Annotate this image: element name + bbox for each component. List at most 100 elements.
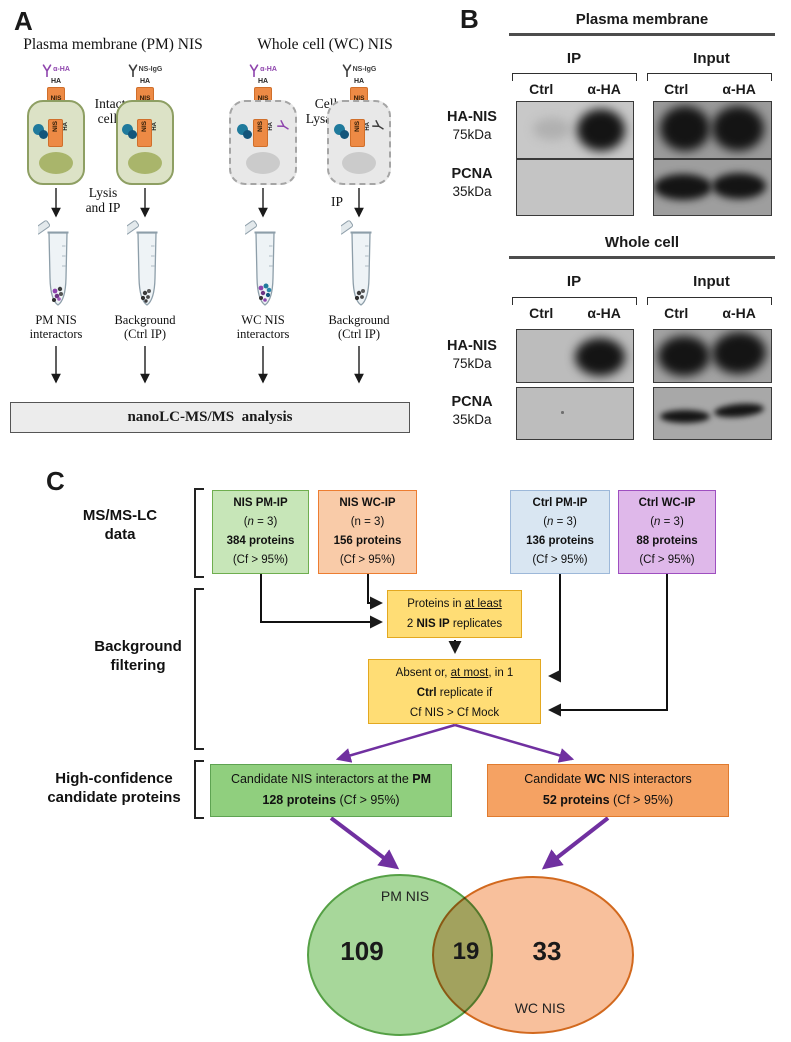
- ip-group-label: IP: [566, 50, 582, 67]
- nucleus: [39, 152, 73, 174]
- antibody-row: α-HA: [11, 64, 101, 77]
- data-box-nis-pm-ip: NIS PM-IP (n = 3) 384 proteins (Cf > 95%…: [212, 490, 309, 574]
- nucleus: [128, 152, 162, 174]
- interactor-blob: [243, 130, 252, 139]
- lane-aha: α-HA: [722, 81, 756, 97]
- lysate-cell: NIS HA: [327, 100, 391, 185]
- blot-row-name: PCNA: [451, 394, 493, 410]
- lane-bracket: [647, 73, 772, 81]
- workflow-column-wc-nis: α-HA HA NIS NIS HA: [218, 62, 308, 362]
- blot-image-pcna-input: [653, 387, 772, 440]
- wc-nis-title: Whole cell (WC) NIS: [257, 36, 393, 53]
- workflow-column-wc-ctrl: NS-IgG HA NIS NIS HA: [314, 62, 404, 362]
- data-box-ctrl-wc-ip: Ctrl WC-IP (n = 3) 88 proteins (Cf > 95%…: [618, 490, 716, 574]
- blot-image-pcna-ip: [516, 387, 634, 440]
- ha-tag-label: HA: [139, 78, 151, 85]
- antibody-icon: [42, 64, 52, 77]
- pm-nis-title: Plasma membrane (PM) NIS: [23, 36, 203, 53]
- blot-image-hanis-input: [653, 101, 772, 159]
- lane-bracket: [512, 297, 637, 305]
- lane-aha: α-HA: [587, 81, 621, 97]
- nis-internal-box: NIS: [137, 119, 152, 147]
- nucleus: [342, 152, 376, 174]
- antibody-label: α-HA: [260, 66, 277, 73]
- blot-row-name: HA-NIS: [447, 109, 497, 125]
- intact-cell: NIS HA: [116, 100, 174, 185]
- antibody-icon: [342, 64, 351, 77]
- ip-group-label: IP: [566, 273, 582, 290]
- row-bracket: [194, 588, 204, 750]
- workflow-column-pm-ctrl: NS-IgG HA NIS NIS HA: [100, 62, 190, 362]
- venn-left-count: 109: [340, 936, 384, 966]
- ha-tag-label: HA: [63, 122, 69, 131]
- lane-ctrl: Ctrl: [529, 81, 554, 97]
- interactor-blob: [128, 130, 137, 139]
- candidate-box-pm: Candidate NIS interactors at the PM 128 …: [210, 764, 452, 817]
- ha-tag-label: HA: [257, 78, 269, 85]
- input-group-label: Input: [693, 50, 730, 67]
- blot-image-pcna-ip: [516, 159, 634, 216]
- filter-box-replicates: Proteins in at least 2 NIS IP replicates: [387, 590, 522, 638]
- data-box-ctrl-pm-ip: Ctrl PM-IP (n = 3) 136 proteins (Cf > 95…: [510, 490, 610, 574]
- lane-labels: Ctrl α-HA: [512, 305, 638, 321]
- antibody-icon: [371, 119, 386, 133]
- antibody-label: α-HA: [53, 66, 70, 73]
- lane-aha: α-HA: [722, 305, 756, 321]
- antibody-row: NS-IgG: [314, 64, 404, 77]
- candidate-box-wc: Candidate WC NIS interactors 52 proteins…: [487, 764, 729, 817]
- ha-tag-label: HA: [268, 122, 274, 131]
- interactor-blob: [122, 124, 133, 135]
- panel-b-label: B: [460, 4, 479, 34]
- blot-row-kda: 75kDa: [452, 127, 492, 142]
- nis-internal-box: NIS: [253, 119, 268, 147]
- venn-right-label: WC NIS: [514, 1000, 566, 1016]
- venn-overlap-count: 19: [452, 938, 480, 965]
- title-underline: [509, 33, 775, 36]
- interactor-blob: [340, 130, 349, 139]
- workflow-column-pm-nis: α-HA HA NIS NIS HA: [11, 62, 101, 362]
- ha-tag-label: HA: [152, 122, 158, 131]
- panel-c-label: C: [46, 466, 65, 496]
- blot-row-name: PCNA: [451, 166, 493, 182]
- nucleus: [246, 152, 280, 174]
- blot-image-hanis-ip: [516, 101, 634, 159]
- venn-right-count: 33: [532, 936, 562, 966]
- antibody-label: NS-IgG: [352, 66, 377, 73]
- nis-internal-box: NIS: [48, 119, 63, 147]
- row-bracket: [194, 760, 204, 819]
- lane-ctrl: Ctrl: [529, 305, 554, 321]
- interactor-blob: [237, 124, 248, 135]
- antibody-icon: [276, 119, 291, 133]
- tube-label: Background(Ctrl IP): [114, 313, 176, 341]
- lane-ctrl: Ctrl: [664, 305, 689, 321]
- lysate-cell: NIS HA: [229, 100, 297, 185]
- interactor-blob: [33, 124, 44, 135]
- blot-row-kda: 35kDa: [452, 412, 492, 427]
- blot-image-pcna-input: [653, 159, 772, 216]
- lane-aha: α-HA: [587, 305, 621, 321]
- antibody-row: NS-IgG: [100, 64, 190, 77]
- blot-row-name: HA-NIS: [447, 338, 497, 354]
- data-box-nis-wc-ip: NIS WC-IP (n = 3) 156 proteins (Cf > 95%…: [318, 490, 417, 574]
- ip-step-label: IP: [330, 194, 343, 209]
- antibody-icon: [128, 64, 137, 77]
- lane-bracket: [647, 297, 772, 305]
- nanolc-analysis-box: nanoLC-MS/MS analysis: [10, 402, 410, 433]
- lane-labels: Ctrl α-HA: [647, 305, 773, 321]
- venn-left-label: PM NIS: [380, 888, 430, 904]
- blot-image-hanis-ip: [516, 329, 634, 383]
- tube-icon: [341, 220, 377, 312]
- antibody-icon: [249, 64, 259, 77]
- lane-labels: Ctrl α-HA: [647, 81, 773, 97]
- panel-a-label: A: [14, 6, 33, 36]
- tube-icon: [245, 220, 281, 312]
- row-bracket: [194, 488, 204, 578]
- lane-labels: Ctrl α-HA: [512, 81, 638, 97]
